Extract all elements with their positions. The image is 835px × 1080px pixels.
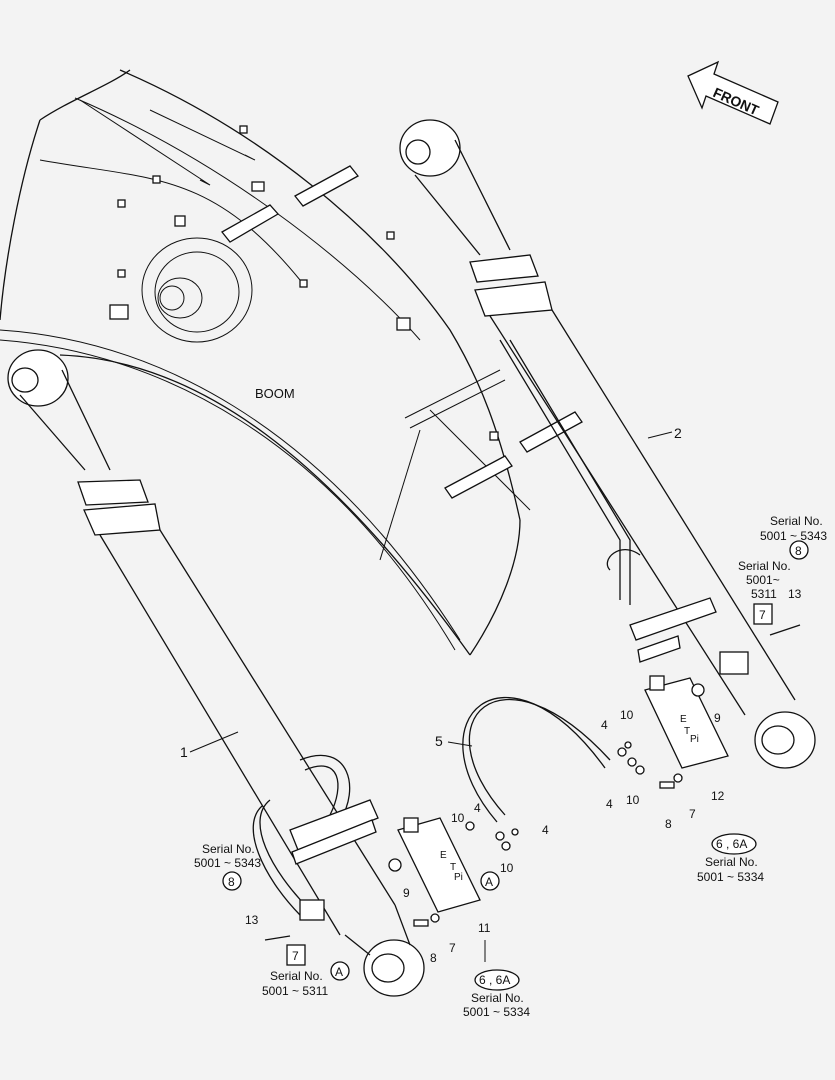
boxed-7-left: 7	[292, 949, 299, 963]
right-serial-mid: Serial No. 5001~ 5311 7	[738, 559, 791, 625]
right-serial-top: Serial No. 5001 ~ 5343 8 13	[760, 514, 827, 601]
serial-range: 5001~	[746, 573, 780, 587]
callout-8l: 8	[430, 951, 437, 965]
callout-5: 5	[435, 733, 443, 749]
valve-E-right: E	[680, 714, 687, 725]
serial-range: 5001 ~ 5343	[194, 856, 261, 870]
callout-10b: 10	[626, 793, 640, 807]
left-valve-block: E T Pi A	[397, 817, 500, 913]
circle-A-left: A	[485, 875, 493, 889]
serial-range-end: 5311	[751, 587, 777, 601]
callout-1: 1	[180, 744, 188, 760]
left-serial-bottom: 7 Serial No. 5001 ~ 5311 A	[262, 944, 350, 998]
circled-66A-right: 6 , 6A	[716, 837, 747, 851]
right-valve-block: E T Pi	[644, 675, 729, 769]
serial-label: Serial No.	[770, 514, 823, 528]
callout-4d: 4	[542, 823, 549, 837]
callout-9a: 9	[714, 711, 721, 725]
callout-13-right: 13	[788, 587, 802, 601]
callout-4b: 4	[606, 797, 613, 811]
circled-66A-center: 6 , 6A	[479, 973, 510, 987]
valve-Pi-right: Pi	[690, 734, 699, 745]
callout-4a: 4	[601, 718, 608, 732]
callout-12: 12	[711, 789, 725, 803]
callout-10d: 10	[500, 861, 514, 875]
serial-label: Serial No.	[705, 855, 758, 869]
callout-7l: 7	[449, 941, 456, 955]
callout-11: 11	[478, 921, 491, 935]
serial-range: 5001 ~ 5343	[760, 529, 827, 543]
hose-5: 5	[435, 696, 611, 823]
boom-body: BOOM	[0, 69, 583, 656]
circled-8-right: 8	[795, 544, 802, 558]
callout-8b: 8	[665, 817, 672, 831]
circle-A-bottom: A	[335, 965, 343, 979]
valve-T-left: T	[450, 862, 456, 873]
callout-4c: 4	[474, 801, 481, 815]
center-serial-bottom: 6 , 6A Serial No. 5001 ~ 5334	[463, 969, 530, 1019]
callout-2: 2	[674, 425, 682, 441]
serial-range: 5001 ~ 5334	[697, 870, 764, 884]
valve-E-left: E	[440, 850, 447, 861]
serial-label: Serial No.	[202, 842, 255, 856]
front-arrow-icon: FRONT	[687, 60, 779, 125]
valve-Pi-left: Pi	[454, 872, 463, 883]
circled-8-left: 8	[228, 875, 235, 889]
serial-range: 5001 ~ 5334	[463, 1005, 530, 1019]
serial-range: 5001 ~ 5311	[262, 984, 329, 998]
serial-label: Serial No.	[270, 969, 323, 983]
right-boom-cylinder: 2	[399, 119, 816, 769]
fittings	[264, 624, 801, 941]
valve-T-right: T	[684, 726, 690, 737]
callout-9l: 9	[403, 886, 410, 900]
callout-10c: 10	[451, 811, 465, 825]
callout-13-left: 13	[245, 913, 259, 927]
right-serial-bottom: 6 , 6A Serial No. 5001 ~ 5334	[697, 833, 764, 884]
callout-7b: 7	[689, 807, 696, 821]
boxed-7-right: 7	[759, 608, 766, 622]
left-boom-cylinder: 1	[7, 349, 425, 997]
callout-10a: 10	[620, 708, 634, 722]
left-serial-top: Serial No. 5001 ~ 5343 8 13	[194, 842, 261, 927]
serial-label: Serial No.	[738, 559, 791, 573]
boom-label: BOOM	[255, 386, 295, 401]
serial-label: Serial No.	[471, 991, 524, 1005]
